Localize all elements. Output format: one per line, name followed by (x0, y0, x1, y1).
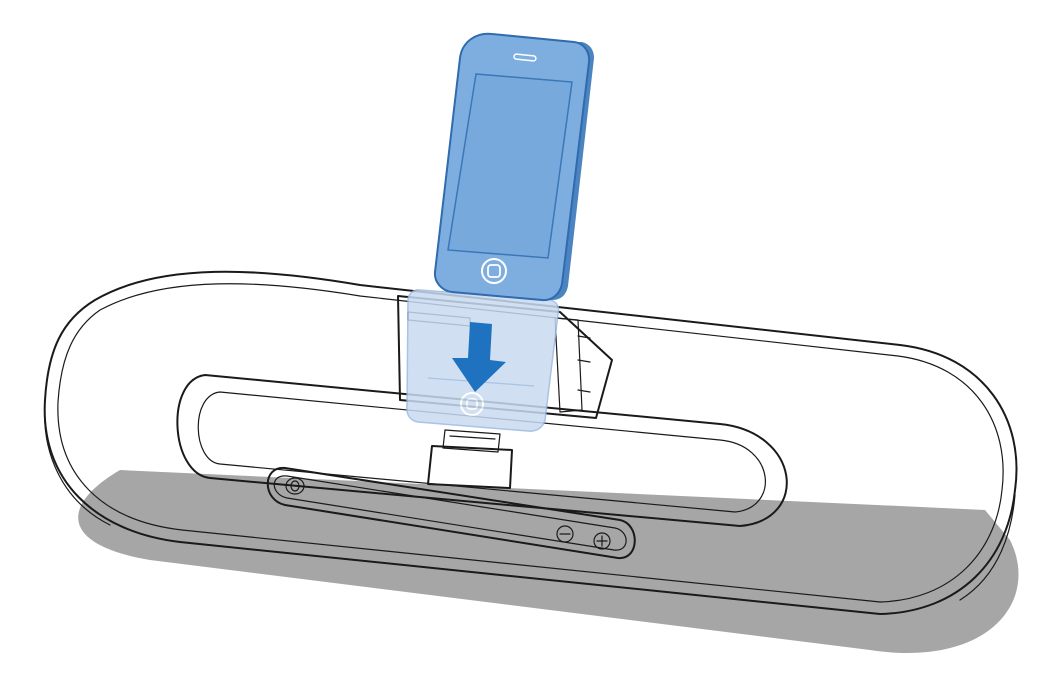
stand-side-bracket (555, 318, 582, 412)
plus-icon[interactable] (594, 533, 610, 549)
speaker-shadow (78, 470, 1018, 653)
dock-connector (428, 446, 512, 488)
connector-pins (450, 436, 495, 439)
phone-device (435, 34, 594, 300)
